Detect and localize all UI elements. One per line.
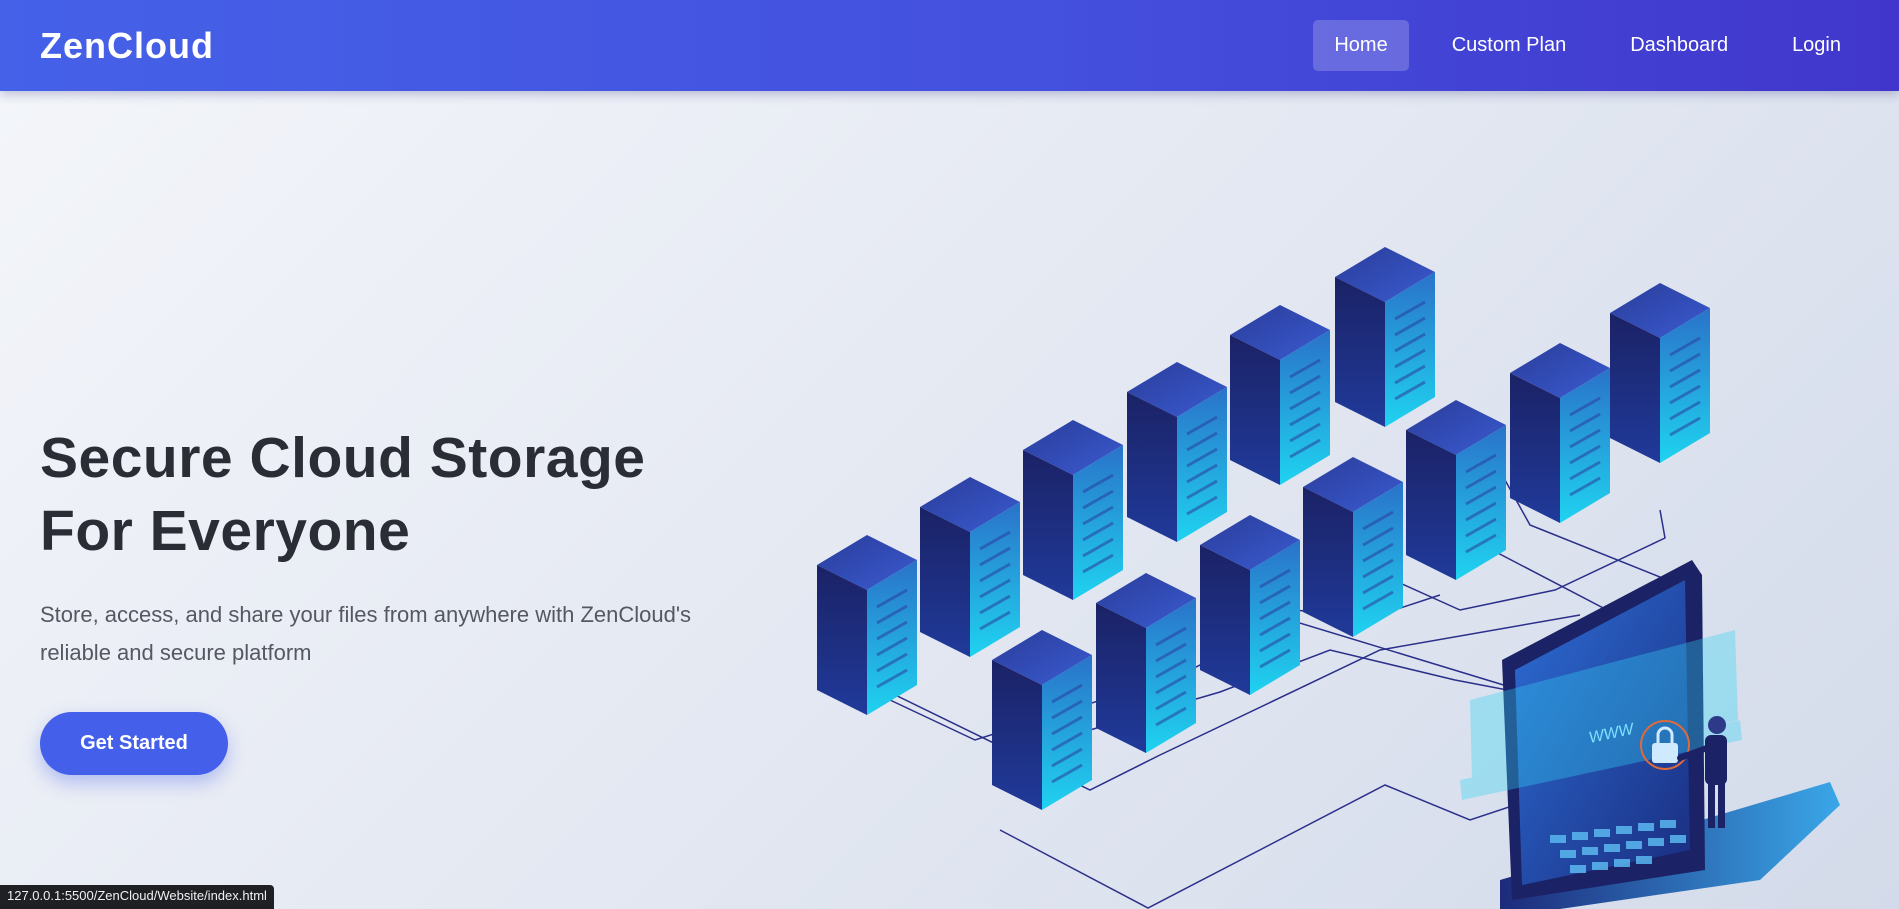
laptop-keyboard [1550, 820, 1686, 873]
cloud-servers-illustration: WWW [817, 247, 1840, 909]
nav-link-custom-plan[interactable]: Custom Plan [1451, 34, 1567, 56]
nav-link-login[interactable]: Login [1792, 34, 1841, 56]
nav-links: Home Custom Plan Dashboard Login [1313, 20, 1862, 71]
laptop-screen [1515, 580, 1690, 885]
hero-title-line-2: For Everyone [40, 499, 411, 563]
padlock-icon [1640, 720, 1690, 770]
server-rack [1200, 515, 1300, 695]
hero-section: Secure Cloud Storage For Everyone Store,… [40, 422, 780, 672]
network-line [1359, 509, 1666, 611]
server-rack [1230, 305, 1330, 485]
person-figure [1677, 716, 1727, 828]
server-rack [1510, 343, 1610, 523]
status-bar-url: 127.0.0.1:5500/ZenCloud/Website/index.ht… [0, 885, 274, 909]
hero-subtitle: Store, access, and share your files from… [40, 596, 780, 672]
server-rack [1096, 573, 1196, 753]
server-rack [1335, 247, 1435, 427]
laptop: WWW [1460, 560, 1840, 909]
navbar: ZenCloud Home Custom Plan Dashboard Logi… [0, 0, 1899, 91]
server-rack [920, 477, 1020, 657]
server-rack-group [817, 247, 1710, 810]
server-rack [1303, 457, 1403, 637]
get-started-button[interactable]: Get Started [40, 712, 228, 775]
nav-link-dashboard[interactable]: Dashboard [1630, 34, 1729, 56]
server-rack [1406, 400, 1506, 580]
hero-subtitle-line-2: reliable and secure platform [40, 640, 312, 665]
brand-logo[interactable]: ZenCloud [40, 24, 214, 66]
server-rack [1610, 283, 1710, 463]
hero-title-line-1: Secure Cloud Storage [40, 426, 646, 490]
nav-link-home[interactable]: Home [1313, 20, 1409, 71]
server-rack [992, 630, 1092, 810]
hero-title: Secure Cloud Storage For Everyone [40, 422, 760, 568]
server-rack [817, 535, 917, 715]
server-rack [1023, 420, 1123, 600]
server-rack [1127, 362, 1227, 542]
hero-subtitle-line-1: Store, access, and share your files from… [40, 602, 692, 627]
